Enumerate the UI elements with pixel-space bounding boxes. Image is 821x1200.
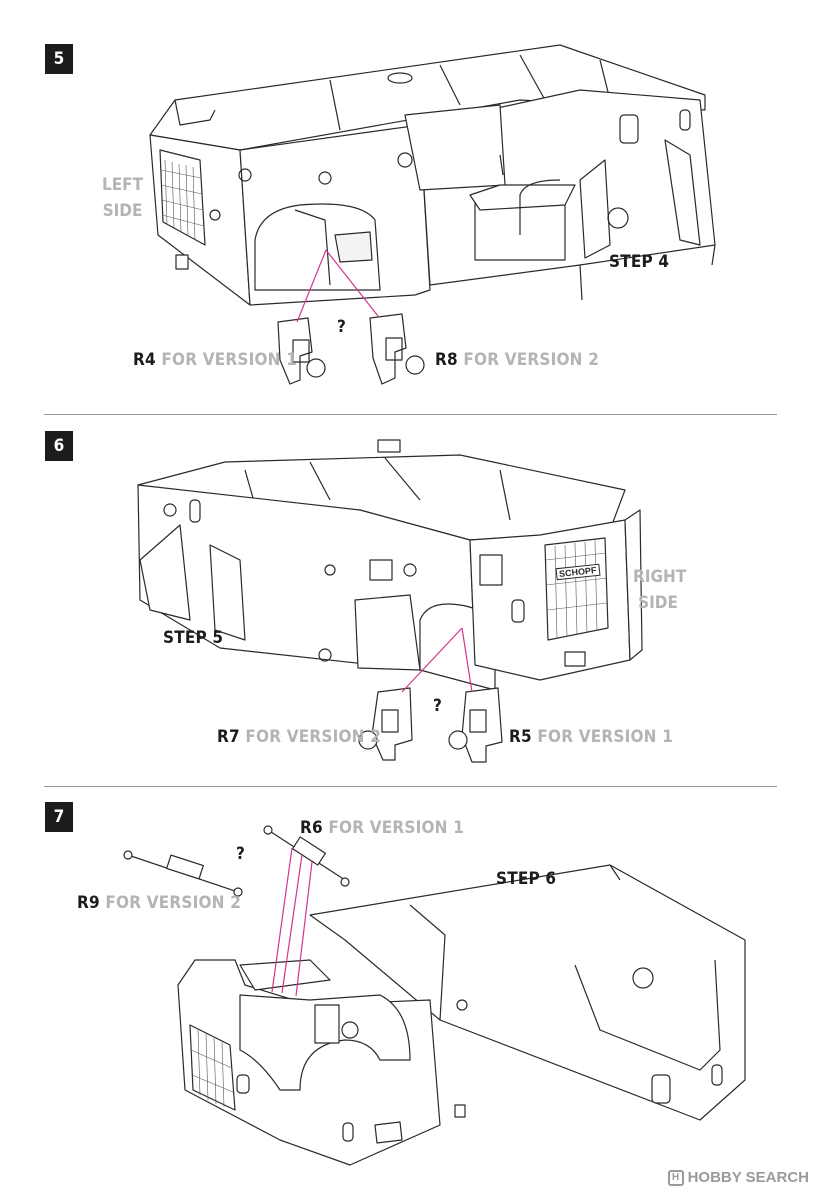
part-option-label: R6 FOR VERSION 1 <box>300 818 464 838</box>
version-text: FOR VERSION 1 <box>537 727 674 747</box>
mirror-part-r4 <box>277 317 326 385</box>
part-option-label: R5 FOR VERSION 1 <box>509 727 673 747</box>
part-number: R8 <box>435 350 458 370</box>
tow-cable-part-r9 <box>123 850 243 897</box>
version-text: FOR VERSION 2 <box>245 727 382 747</box>
watermark-text: HOBBY SEARCH <box>687 1169 809 1186</box>
part-number: R5 <box>509 727 532 747</box>
step-number-badge: 7 <box>45 802 73 832</box>
side-label-line: SIDE <box>638 593 678 613</box>
chassis-left-side-drawing <box>149 44 716 306</box>
reference-step-label: STEP 5 <box>163 628 224 648</box>
leader-line-r6-c <box>295 861 313 997</box>
mirror-part-r5 <box>448 687 503 763</box>
step-number-badge: 5 <box>45 44 73 74</box>
reference-step-label: STEP 6 <box>496 869 557 889</box>
version-text: FOR VERSION 2 <box>463 350 600 370</box>
part-number: R7 <box>217 727 240 747</box>
hobby-search-logo-icon: H <box>667 1169 684 1186</box>
part-number: R4 <box>133 350 156 370</box>
leader-line-r7 <box>401 627 463 693</box>
side-label: LEFT SIDE <box>100 172 145 224</box>
section-divider <box>44 786 777 787</box>
part-option-label: R9 FOR VERSION 2 <box>77 893 241 913</box>
side-label-line: LEFT <box>101 175 144 195</box>
version-text: FOR VERSION 1 <box>328 818 465 838</box>
tow-cable-part-r6 <box>263 825 350 887</box>
leader-line-r4 <box>296 249 327 323</box>
leader-line-r6-a <box>271 847 293 993</box>
side-label-line: SIDE <box>102 201 143 221</box>
part-number: R9 <box>77 893 100 913</box>
leader-line-r8 <box>325 249 379 317</box>
leader-line-r6-b <box>281 854 303 994</box>
part-option-label: R4 FOR VERSION 1 <box>133 350 297 370</box>
version-text: FOR VERSION 1 <box>161 350 298 370</box>
step-number-badge: 6 <box>45 431 73 461</box>
part-number: R6 <box>300 818 323 838</box>
mirror-part-r7 <box>358 687 413 761</box>
reference-step-label: STEP 4 <box>609 252 670 272</box>
mirror-part-r8 <box>369 313 425 385</box>
chassis-right-side-drawing <box>137 439 643 691</box>
version-text: FOR VERSION 2 <box>105 893 242 913</box>
leader-line-r5 <box>461 627 473 693</box>
choice-question-mark: ? <box>337 317 346 337</box>
hobby-search-watermark: H HOBBY SEARCH <box>667 1169 809 1186</box>
choice-question-mark: ? <box>236 844 245 864</box>
choice-question-mark: ? <box>433 696 442 716</box>
part-option-label: R8 FOR VERSION 2 <box>435 350 599 370</box>
section-divider <box>44 414 777 415</box>
side-label-line: RIGHT <box>633 567 687 587</box>
side-label: RIGHT SIDE <box>633 564 687 616</box>
part-option-label: R7 FOR VERSION 2 <box>217 727 381 747</box>
chassis-rear-view-drawing <box>177 864 746 1166</box>
